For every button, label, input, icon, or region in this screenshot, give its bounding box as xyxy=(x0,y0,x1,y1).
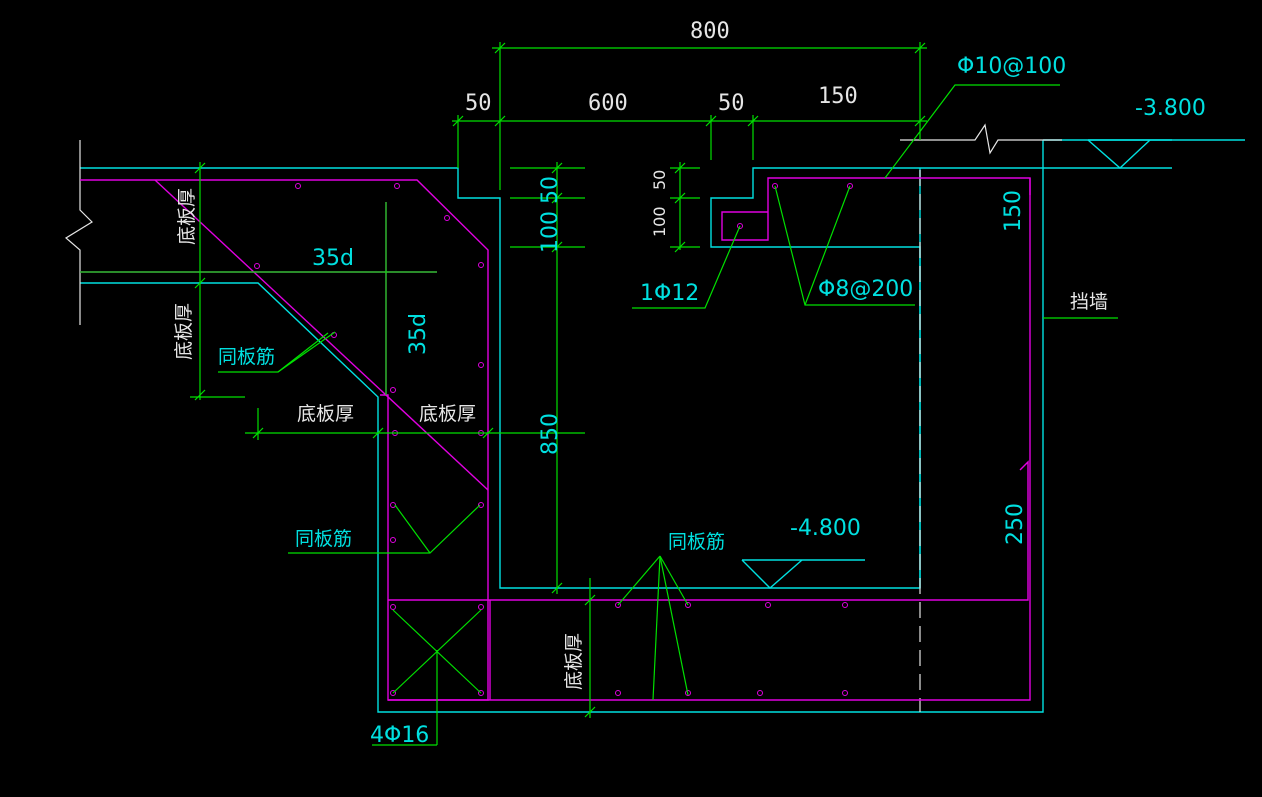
elevation-symbols xyxy=(741,139,1172,589)
anchor-35d-h: 35d xyxy=(312,246,354,271)
note-slab-thk-2: 底板厚 xyxy=(173,303,195,360)
dim-right-250: 250 xyxy=(1003,503,1028,545)
note-slab-thk-3: 底板厚 xyxy=(297,403,354,425)
note-same-slab-3: 同板筋 xyxy=(668,531,725,553)
dim-100-50: 100 50 xyxy=(538,176,563,253)
left-break-symbol xyxy=(64,140,93,325)
note-slab-thk-1: 底板厚 xyxy=(176,188,198,245)
rebar-phi8: Φ8@200 xyxy=(818,277,913,302)
note-same-slab-2: 同板筋 xyxy=(295,528,352,550)
note-same-slab-1: 同板筋 xyxy=(218,346,275,368)
dim-850: 850 xyxy=(538,413,563,455)
rebar-phi10: Φ10@100 xyxy=(957,54,1066,79)
top-break-symbol xyxy=(900,123,1062,155)
note-slab-thk-4: 底板厚 xyxy=(419,403,476,425)
anchor-35d-v: 35d xyxy=(406,313,431,355)
dim-50-left: 50 xyxy=(465,91,492,116)
dimension-lines xyxy=(80,42,1118,746)
dim-small-100: 100 xyxy=(650,206,669,237)
dim-50-mid: 50 xyxy=(718,91,745,116)
dim-150: 150 xyxy=(818,84,858,109)
dim-800: 800 xyxy=(690,19,730,44)
dim-small-50: 50 xyxy=(650,170,669,190)
rebar-phi16: 4Φ16 xyxy=(370,723,429,748)
elevation-bottom: -4.800 xyxy=(790,516,861,541)
dim-600: 600 xyxy=(588,91,628,116)
note-slab-thk-5: 底板厚 xyxy=(563,633,585,690)
dim-right-150: 150 xyxy=(1001,190,1026,232)
note-retaining-wall: 挡墙 xyxy=(1070,291,1108,313)
rebar-phi12: 1Φ12 xyxy=(640,281,699,306)
elevation-top: -3.800 xyxy=(1135,96,1206,121)
